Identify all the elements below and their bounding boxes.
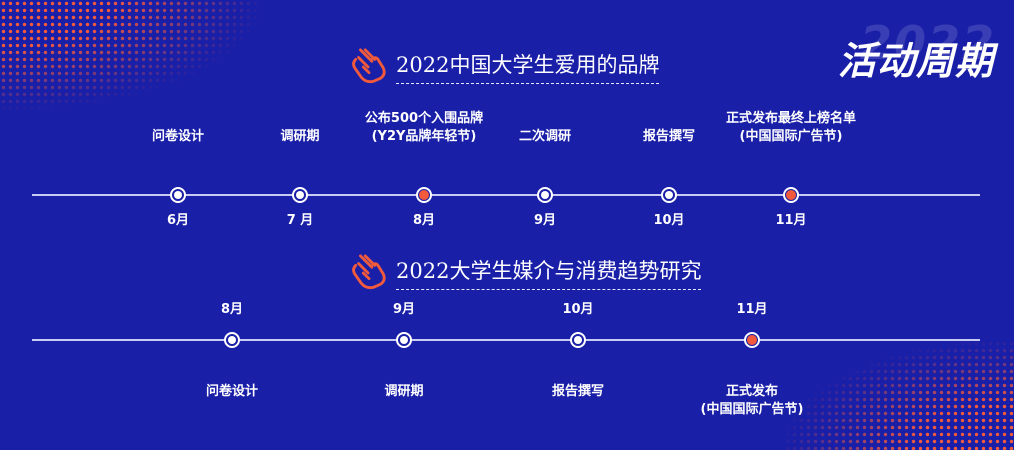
section1-title: 2022中国大学生爱用的品牌 bbox=[396, 49, 660, 84]
timeline2-month: 8月 bbox=[220, 302, 244, 317]
section2-header: 2022大学生媒介与消费趋势研究 bbox=[350, 252, 702, 292]
timeline2-month: 9月 bbox=[392, 302, 416, 317]
timeline1-event-line: 调研期 bbox=[280, 129, 320, 144]
timeline1-month: 10月 bbox=[653, 213, 685, 228]
timeline-node bbox=[170, 187, 186, 203]
timeline1-event-line: 问卷设计 bbox=[151, 129, 205, 144]
timeline-node bbox=[224, 332, 240, 348]
timeline1-month: 8月 bbox=[412, 213, 436, 228]
timeline2-event: 报告撰写 bbox=[552, 383, 604, 401]
timeline2-month: 11月 bbox=[736, 302, 768, 317]
timeline2-month: 10月 bbox=[562, 302, 594, 317]
timeline1-event-line: 公布500个入围品牌 bbox=[364, 111, 484, 126]
timeline1-event-line: (Y2Y品牌年轻节) bbox=[371, 129, 477, 144]
page-title: 活动周期 bbox=[837, 38, 994, 83]
timeline1-month: 11月 bbox=[775, 213, 807, 228]
timeline2-event-line: 报告撰写 bbox=[551, 384, 605, 399]
timeline1-line bbox=[32, 194, 980, 196]
timeline-node bbox=[570, 332, 586, 348]
timeline-node bbox=[661, 187, 677, 203]
timeline1-event-line: 报告撰写 bbox=[642, 129, 696, 144]
timeline1-event-line: (中国国际广告节) bbox=[739, 129, 843, 144]
timeline2-event-line: (中国国际广告节) bbox=[700, 402, 804, 417]
timeline2-event-line: 调研期 bbox=[384, 384, 424, 399]
timeline-node-highlight bbox=[744, 332, 760, 348]
timeline1-event-line: 正式发布最终上榜名单 bbox=[725, 111, 857, 126]
timeline-node bbox=[396, 332, 412, 348]
timeline2-line bbox=[32, 339, 980, 341]
timeline1-month: 6月 bbox=[166, 213, 190, 228]
timeline1-event: 问卷设计 bbox=[152, 128, 204, 146]
timeline1-month: 7 月 bbox=[286, 213, 314, 228]
timeline1-event: 调研期 bbox=[280, 128, 319, 146]
decor-dots-bottom-right bbox=[784, 340, 1014, 450]
decor-dots-top-left bbox=[0, 0, 260, 110]
timeline-node-highlight bbox=[416, 187, 432, 203]
timeline1-event: 正式发布最终上榜名单 (中国国际广告节) bbox=[726, 110, 856, 146]
section1-header: 2022中国大学生爱用的品牌 bbox=[350, 46, 660, 86]
timeline1-event-line: 二次调研 bbox=[518, 129, 572, 144]
timeline2-event: 调研期 bbox=[384, 383, 423, 401]
finger-heart-icon bbox=[352, 254, 386, 290]
timeline1-event: 二次调研 bbox=[519, 128, 571, 146]
finger-heart-icon bbox=[352, 48, 386, 84]
timeline2-event-line: 问卷设计 bbox=[205, 384, 259, 399]
timeline1-event: 公布500个入围品牌 (Y2Y品牌年轻节) bbox=[365, 110, 483, 146]
timeline1-event: 报告撰写 bbox=[643, 128, 695, 146]
timeline-node bbox=[292, 187, 308, 203]
year-watermark: 2022 bbox=[859, 16, 996, 70]
timeline-node-highlight bbox=[783, 187, 799, 203]
timeline2-event: 正式发布 (中国国际广告节) bbox=[701, 383, 804, 419]
timeline-node bbox=[537, 187, 553, 203]
timeline1-month: 9月 bbox=[533, 213, 557, 228]
timeline2-event-line: 正式发布 bbox=[725, 384, 779, 399]
timeline2-event: 问卷设计 bbox=[206, 383, 258, 401]
section2-title: 2022大学生媒介与消费趋势研究 bbox=[396, 255, 702, 290]
